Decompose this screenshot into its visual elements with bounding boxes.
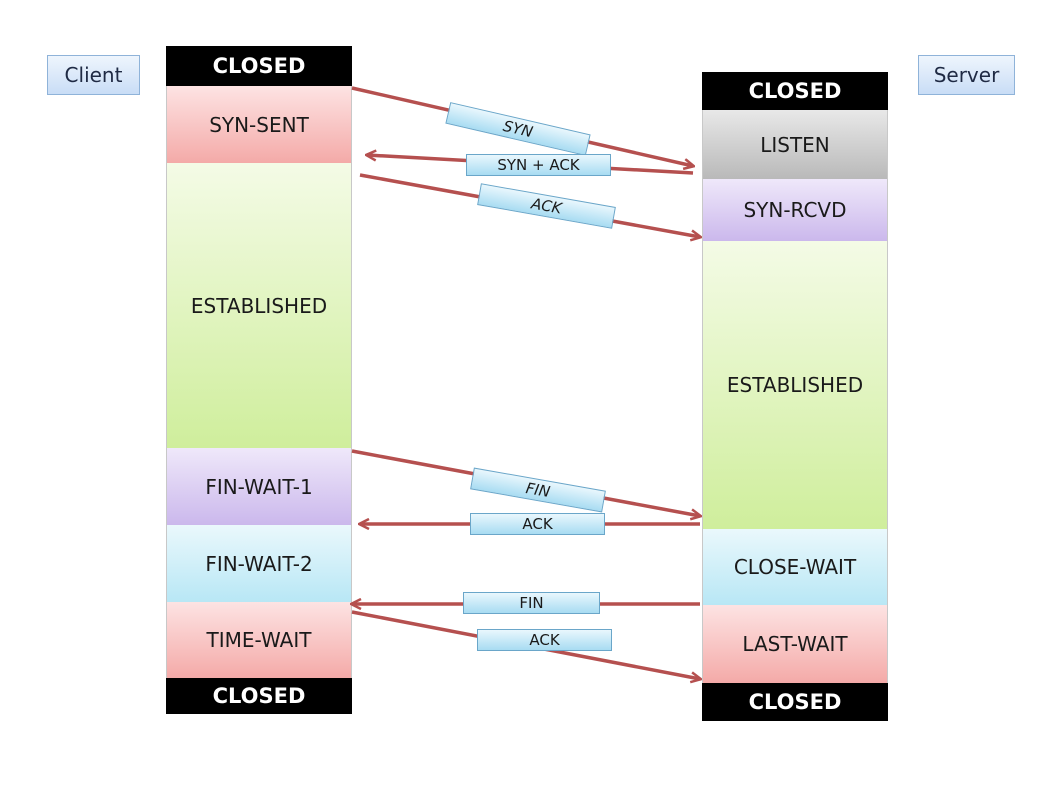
server-state-established: ESTABLISHED <box>702 241 888 529</box>
message-syn-ack: SYN + ACK <box>466 154 611 176</box>
message-ack-server: ACK <box>470 513 605 535</box>
message-ack-final: ACK <box>477 629 612 651</box>
server-state-listen: LISTEN <box>702 110 888 179</box>
server-state-closed-start: CLOSED <box>702 72 888 110</box>
client-state-time-wait: TIME-WAIT <box>166 602 352 678</box>
client-state-closed-end: CLOSED <box>166 678 352 714</box>
client-label: Client <box>47 55 140 95</box>
server-state-close-wait: CLOSE-WAIT <box>702 529 888 605</box>
server-state-last-wait: LAST-WAIT <box>702 605 888 683</box>
server-state-closed-end: CLOSED <box>702 683 888 721</box>
server-state-syn-rcvd: SYN-RCVD <box>702 179 888 241</box>
message-fin-server: FIN <box>463 592 600 614</box>
client-state-closed-start: CLOSED <box>166 46 352 86</box>
client-state-fin-wait-1: FIN-WAIT-1 <box>166 448 352 525</box>
client-state-fin-wait-2: FIN-WAIT-2 <box>166 525 352 602</box>
server-label: Server <box>918 55 1015 95</box>
client-state-column: CLOSED SYN-SENT ESTABLISHED FIN-WAIT-1 F… <box>166 46 352 714</box>
client-state-syn-sent: SYN-SENT <box>166 86 352 163</box>
server-state-column: CLOSED LISTEN SYN-RCVD ESTABLISHED CLOSE… <box>702 72 888 721</box>
client-state-established: ESTABLISHED <box>166 163 352 448</box>
